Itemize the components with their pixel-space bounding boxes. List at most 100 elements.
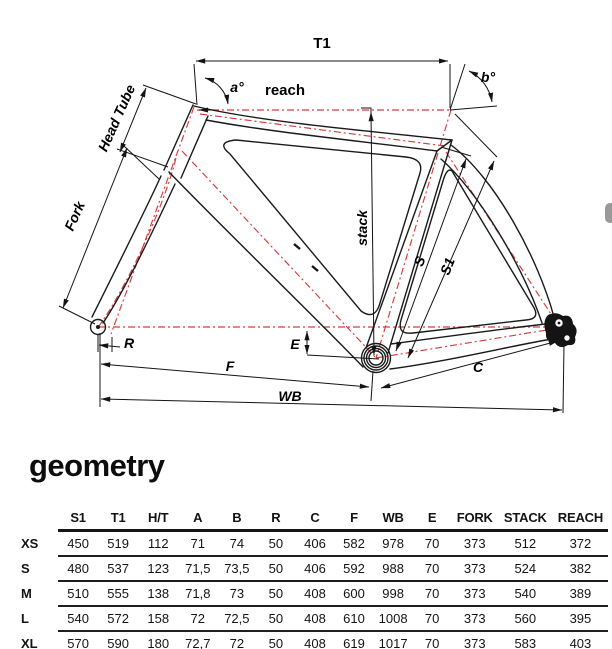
value-cell: 403 <box>552 631 608 649</box>
header-cell: T1 <box>98 506 139 532</box>
value-cell: 180 <box>138 631 179 649</box>
header-cell: REACH <box>552 506 608 532</box>
dimension-lines <box>58 58 565 414</box>
value-cell: 72,5 <box>217 606 257 632</box>
value-cell: 583 <box>497 631 553 649</box>
label-angle-a: a° <box>230 79 244 95</box>
value-cell: 112 <box>138 530 179 557</box>
header-cell: WB <box>373 506 413 532</box>
value-cell: 372 <box>552 530 608 557</box>
value-cell: 373 <box>451 606 498 632</box>
value-cell: 50 <box>256 631 296 649</box>
value-cell: 408 <box>295 631 335 649</box>
row-size-label: XS <box>21 535 39 551</box>
value-cell: 450 <box>58 530 99 557</box>
value-cell: 373 <box>451 631 498 649</box>
frame-outline <box>89 104 577 374</box>
value-cell: 592 <box>334 556 374 582</box>
header-cell: FORK <box>451 506 498 532</box>
header-cell: STACK <box>497 506 553 532</box>
value-cell: 572 <box>98 606 139 632</box>
value-cell: 71,8 <box>178 581 218 607</box>
value-cell: 73 <box>217 581 257 607</box>
value-cell: 50 <box>256 606 296 632</box>
label-f: F <box>226 358 235 374</box>
header-cell: C <box>295 506 335 532</box>
value-cell: 540 <box>58 606 99 632</box>
header-cell: S1 <box>58 506 99 532</box>
value-cell: 406 <box>295 556 335 582</box>
value-cell: 395 <box>552 606 608 632</box>
value-cell: 389 <box>552 581 608 607</box>
label-reach: reach <box>265 82 305 99</box>
label-s: S <box>410 253 429 268</box>
label-e: E <box>290 336 300 352</box>
value-cell: 510 <box>58 581 99 607</box>
label-t1: T1 <box>313 35 331 52</box>
value-cell: 70 <box>412 581 452 607</box>
value-cell: 373 <box>451 530 498 557</box>
value-cell: 123 <box>138 556 179 582</box>
value-cell: 373 <box>451 556 498 582</box>
row-size-label: L <box>21 611 29 626</box>
value-cell: 988 <box>373 556 413 582</box>
label-angle-b: b° <box>481 69 496 85</box>
value-cell: 70 <box>412 556 452 582</box>
value-cell: 610 <box>334 606 374 632</box>
header-cell: R <box>256 506 296 532</box>
value-cell: 408 <box>295 581 335 607</box>
bike-geometry-diagram: T1 reach a° b° Head Tube Fork stack S S1… <box>58 35 577 414</box>
value-cell: 555 <box>98 581 139 607</box>
value-cell: 158 <box>138 606 179 632</box>
header-cell: A <box>178 506 218 532</box>
value-cell: 72 <box>178 606 218 632</box>
value-cell: 73,5 <box>217 556 257 582</box>
value-cell: 519 <box>98 530 139 557</box>
value-cell: 590 <box>98 631 139 649</box>
row-size-label: M <box>21 586 32 601</box>
header-cell: H/T <box>138 506 179 532</box>
value-cell: 70 <box>412 606 452 632</box>
value-cell: 978 <box>373 530 413 557</box>
scrollbar-thumb[interactable] <box>605 203 612 223</box>
value-cell: 560 <box>497 606 553 632</box>
value-cell: 408 <box>295 606 335 632</box>
header-cell: B <box>217 506 257 532</box>
label-head-tube: Head Tube <box>95 82 139 154</box>
label-c: C <box>473 359 484 375</box>
value-cell: 600 <box>334 581 374 607</box>
value-cell: 1008 <box>373 606 413 632</box>
value-cell: 70 <box>412 631 452 649</box>
header-corner-cell <box>20 506 58 531</box>
value-cell: 72,7 <box>178 631 218 649</box>
value-cell: 570 <box>58 631 99 649</box>
label-fork: Fork <box>61 198 88 233</box>
label-stack: stack <box>354 209 370 246</box>
header-cell: E <box>412 506 452 532</box>
value-cell: 406 <box>295 530 335 557</box>
value-cell: 1017 <box>373 631 413 649</box>
value-cell: 74 <box>217 530 257 557</box>
value-cell: 71 <box>178 530 218 557</box>
value-cell: 382 <box>552 556 608 582</box>
value-cell: 619 <box>334 631 374 649</box>
value-cell: 50 <box>256 581 296 607</box>
value-cell: 512 <box>497 530 553 557</box>
value-cell: 582 <box>334 530 374 557</box>
label-r: R <box>124 335 135 351</box>
header-cell: F <box>334 506 374 532</box>
rear-dropout <box>544 313 577 348</box>
value-cell: 71,5 <box>178 556 218 582</box>
value-cell: 373 <box>451 581 498 607</box>
value-cell: 540 <box>497 581 553 607</box>
value-cell: 998 <box>373 581 413 607</box>
value-cell: 480 <box>58 556 99 582</box>
